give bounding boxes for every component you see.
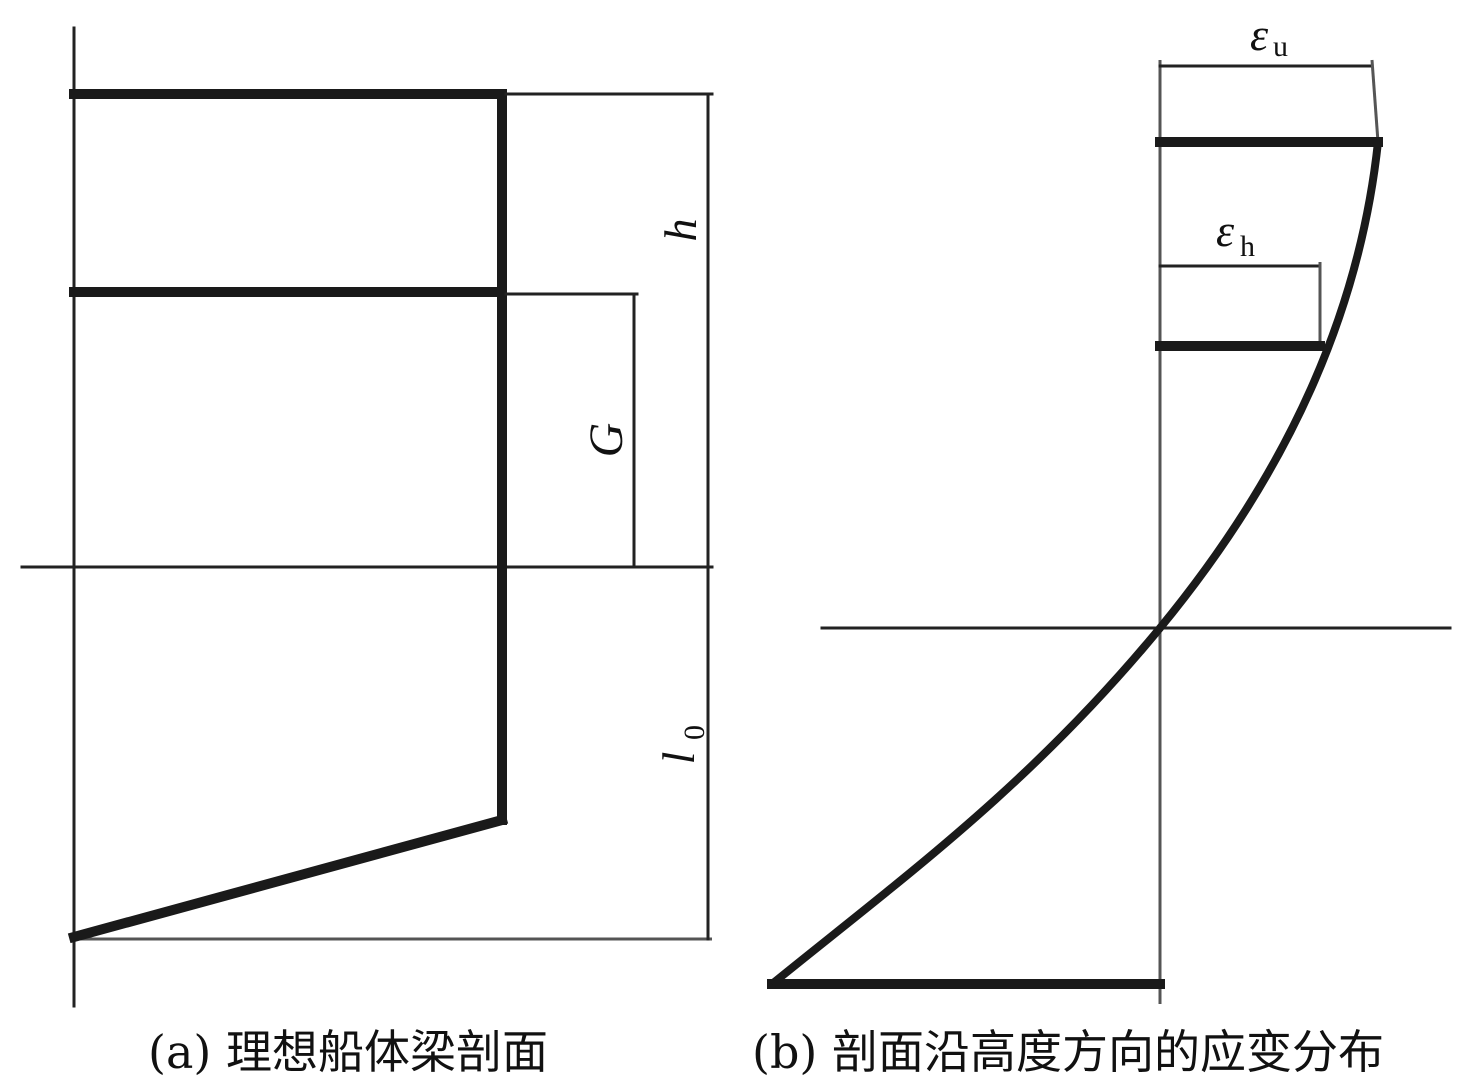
label-eps-u-subscript: u <box>1273 30 1288 63</box>
caption-b: (b) 剖面沿高度方向的应变分布 <box>752 1025 1384 1079</box>
label-l0-subscript: 0 <box>678 725 711 740</box>
label-eps-u: ε u <box>1250 9 1288 63</box>
label-l0-main: l <box>653 752 704 765</box>
label-h: h <box>655 219 706 242</box>
bottom-plate <box>67 813 509 944</box>
label-eps-h-subscript: h <box>1240 230 1255 263</box>
label-eps-h: ε h <box>1216 205 1255 263</box>
label-g: G <box>580 423 633 458</box>
label-eps-h-main: ε <box>1216 205 1235 256</box>
panel-a-cross-section: h G l 0 (a) 理想船体梁剖面 <box>20 26 714 1079</box>
eps-u-tick-right <box>1370 59 1380 143</box>
panel-b-strain-distribution: ε u ε h (b) 剖面沿高度方向的应变分布 <box>752 9 1452 1079</box>
label-l0: l 0 <box>653 725 711 764</box>
caption-a: (a) 理想船体梁剖面 <box>148 1025 548 1079</box>
label-eps-u-main: ε <box>1250 9 1269 60</box>
strain-curve <box>769 141 1382 988</box>
